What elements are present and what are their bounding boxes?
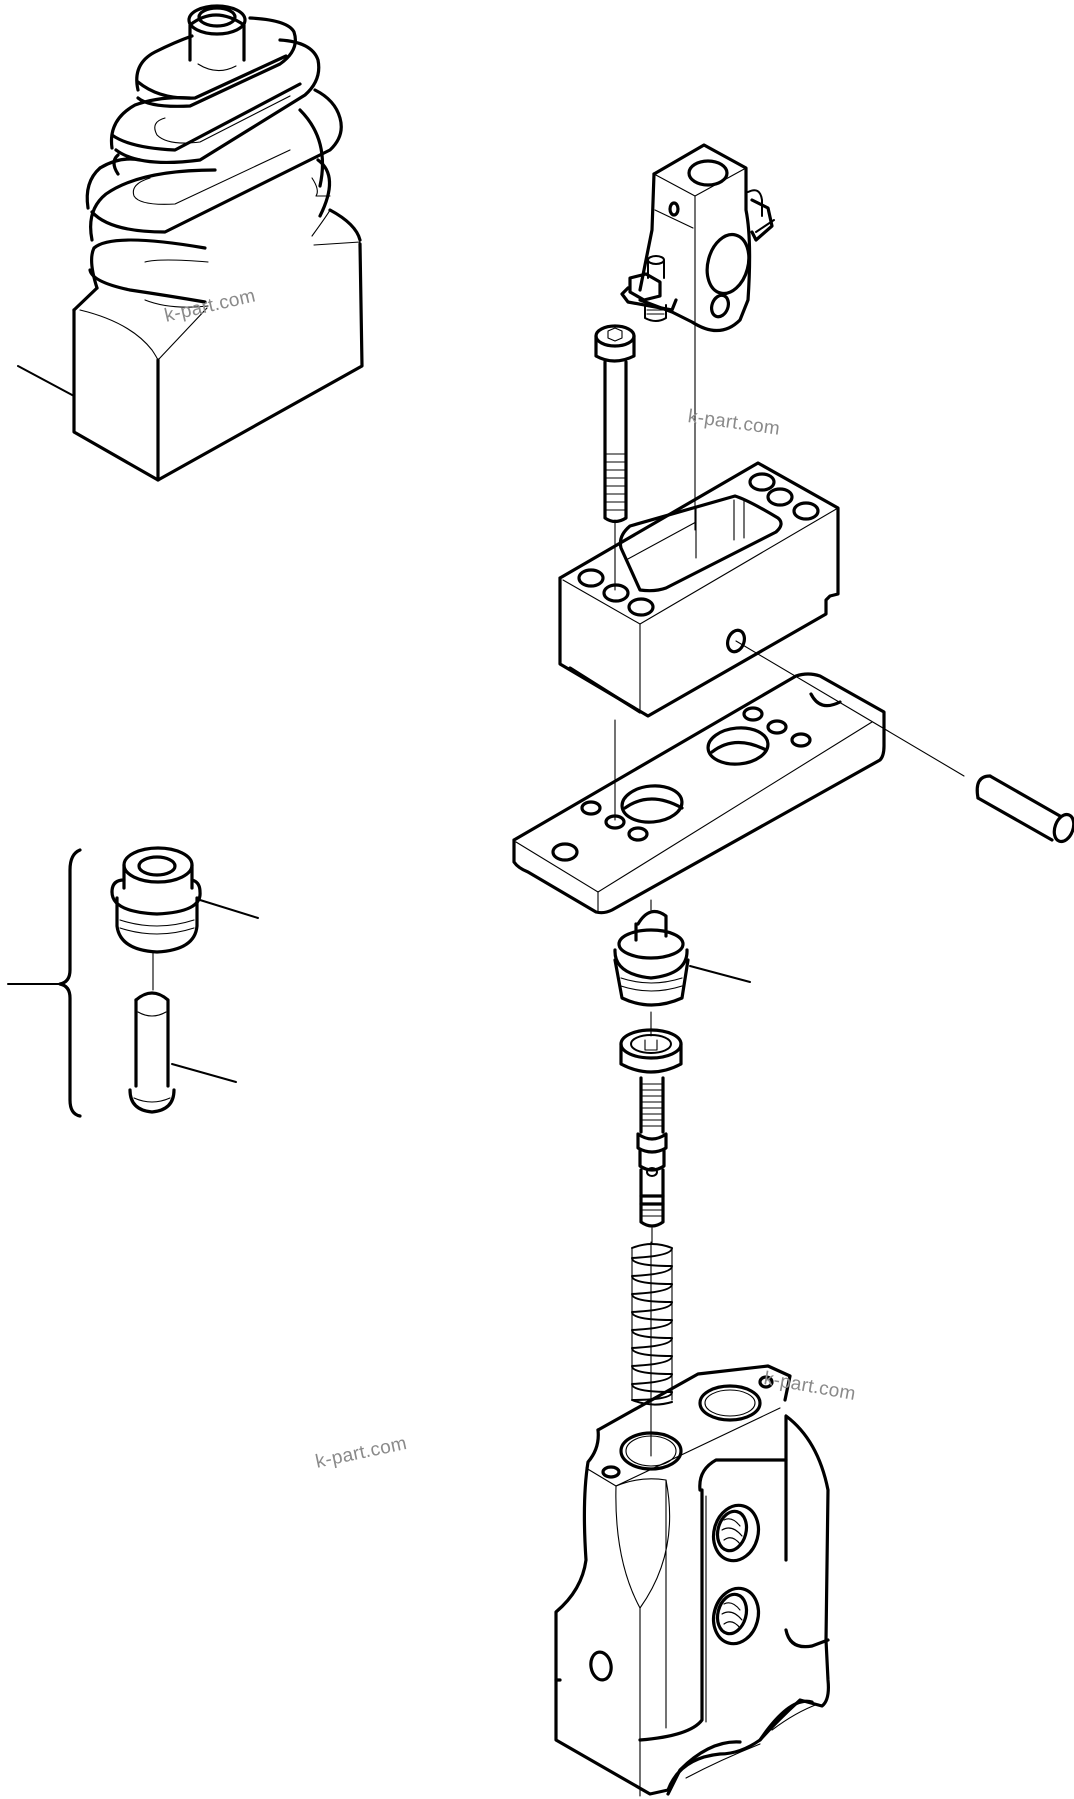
spring-part [631, 1241, 673, 1457]
boot-part [17, 4, 364, 482]
center-plug-part [613, 909, 751, 1037]
guide-sleeve [128, 991, 237, 1114]
spool-part [636, 1076, 668, 1245]
seal-kit-group [7, 846, 259, 1118]
plug-with-seal [110, 846, 259, 991]
dowel-pin-part [975, 774, 1074, 844]
socket-head-bolt-part [594, 324, 636, 591]
gasket-plate-part [512, 672, 886, 915]
lever-bracket-part [620, 143, 775, 531]
valve-body-part [554, 1364, 830, 1797]
cover-block-part [558, 461, 965, 821]
retainer-part [619, 1028, 683, 1074]
